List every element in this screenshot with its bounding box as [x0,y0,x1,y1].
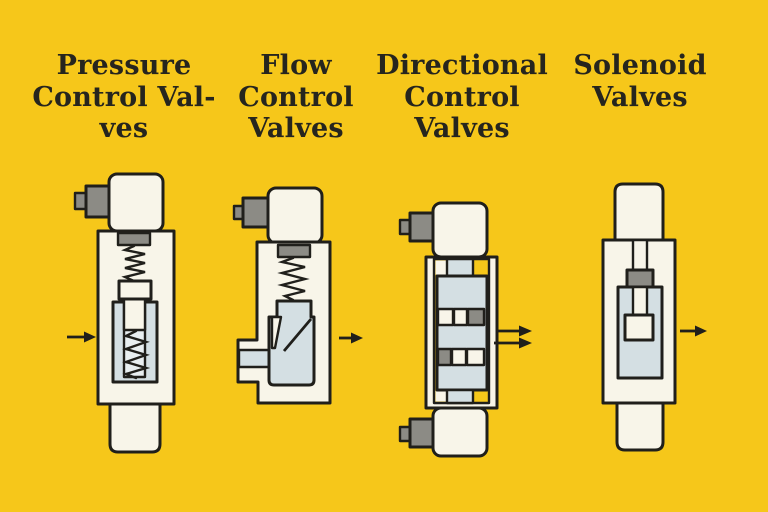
spool-neck-bottom [445,388,475,405]
heading-directional-control-valves: Directional Control Valves [372,50,552,145]
electrical-connector-bottom [398,417,436,449]
heading-line: Valves [248,113,344,144]
valve-cap-top [431,201,489,259]
body-land-bottom [435,389,448,402]
pressure-control-valve-diagram [67,172,176,454]
adjuster-plug [276,243,312,259]
valve-tail [615,401,665,452]
armature-block [625,268,655,289]
heading-line: ves [99,113,149,144]
metering-edge [282,318,313,352]
heading-line: Pressure [56,50,192,81]
heading-pressure-control-valves: Pressure Control Val- ves [28,50,220,145]
spool-port-row-upper [436,307,486,327]
inlet-arrow-icon [67,331,96,343]
heading-line: Flow [260,50,332,81]
electrical-connector-top [398,211,436,243]
solenoid-valve-diagram [601,182,707,452]
lower-spring [122,329,151,380]
directional-control-valve-diagram [398,201,532,458]
heading-line: Control Val- [32,81,216,113]
valve-cap [266,186,324,245]
heading-line: Valves [414,113,510,144]
spool-body [435,274,489,392]
heading-line: Control [404,81,520,113]
heading-flow-control-valves: Flow Control Valves [212,50,380,145]
solenoid-coil-housing [613,182,665,242]
body-land-top [435,260,448,275]
plunger-poppet [623,313,655,342]
flow-control-valve-diagram [232,186,363,405]
plunger-stem-upper [631,238,649,273]
inlet-channel [237,348,274,369]
heading-line: Directional [376,50,548,81]
heading-line: Valves [592,81,688,113]
outlet-arrows-icon [494,325,532,349]
outlet-arrow-icon [339,332,363,344]
upper-spring [121,244,146,283]
electrical-connector [73,184,112,219]
valve-cap [107,172,165,233]
outlet-arrow-icon [680,325,707,337]
spring [277,256,310,302]
piston-stem [122,297,147,332]
piston [117,279,153,301]
spool-port-row-lower [436,347,486,367]
electrical-connector [232,196,270,229]
valve-cap-bottom [431,406,489,458]
metering-notch [270,315,283,350]
heading-line: Solenoid [573,50,707,81]
plunger-stem-lower [631,285,649,318]
adjuster-plug [116,231,152,247]
valve-tail [108,402,162,454]
heading-solenoid-valves: Solenoid Valves [554,50,726,113]
spool-neck-top [445,257,475,278]
heading-line: Control [238,81,354,113]
